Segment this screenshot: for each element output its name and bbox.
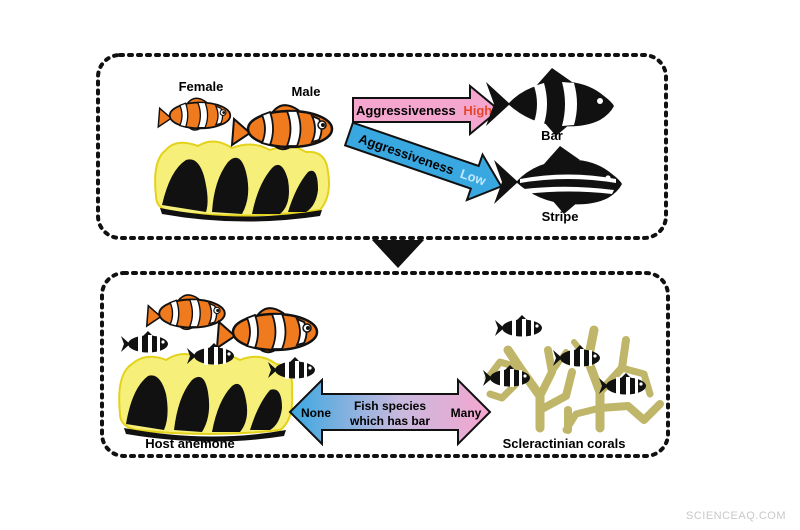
bottom-panel-border <box>100 271 670 458</box>
male-clownfish-bottom-icon <box>215 306 319 354</box>
anemone-bottom <box>118 353 294 442</box>
female-clownfish-icon <box>157 97 232 131</box>
damselfish-icon <box>495 315 542 337</box>
anemone-top <box>154 140 330 222</box>
watermark: SCIENCEAQ.COM <box>685 510 786 522</box>
aggressiveness-high-level: High <box>463 103 492 118</box>
svg-text:Aggressiveness Low: Aggressiveness Low <box>357 131 489 189</box>
host-anemone-label: Host anemone <box>145 436 235 451</box>
stripe-label: Stripe <box>542 209 579 224</box>
svg-text:Aggressiveness High: Aggressiveness High <box>356 103 492 118</box>
male-label: Male <box>292 84 321 99</box>
aggressiveness-high-word: Aggressiveness <box>356 103 456 118</box>
male-clownfish-icon <box>230 103 334 151</box>
fish-species-label-line2: which has bar <box>349 414 430 428</box>
none-label: None <box>301 406 331 420</box>
many-label: Many <box>451 406 482 420</box>
female-label: Female <box>179 79 224 94</box>
scleractinian-corals-label: Scleractinian corals <box>503 436 626 451</box>
bar-fish-icon <box>486 68 614 136</box>
down-arrow-icon <box>372 240 424 268</box>
top-panel-border <box>96 53 668 240</box>
aggressiveness-low-arrow: Aggressiveness Low <box>343 121 503 202</box>
fish-species-double-arrow <box>288 377 492 447</box>
aggressiveness-high-arrow: Aggressiveness High <box>352 83 501 137</box>
female-clownfish-bottom-icon <box>145 293 226 331</box>
stripe-fish-icon <box>494 146 622 214</box>
bar-label: Bar <box>541 128 563 143</box>
fish-species-label-line1: Fish species <box>354 399 426 413</box>
damselfish-icon <box>121 331 168 353</box>
